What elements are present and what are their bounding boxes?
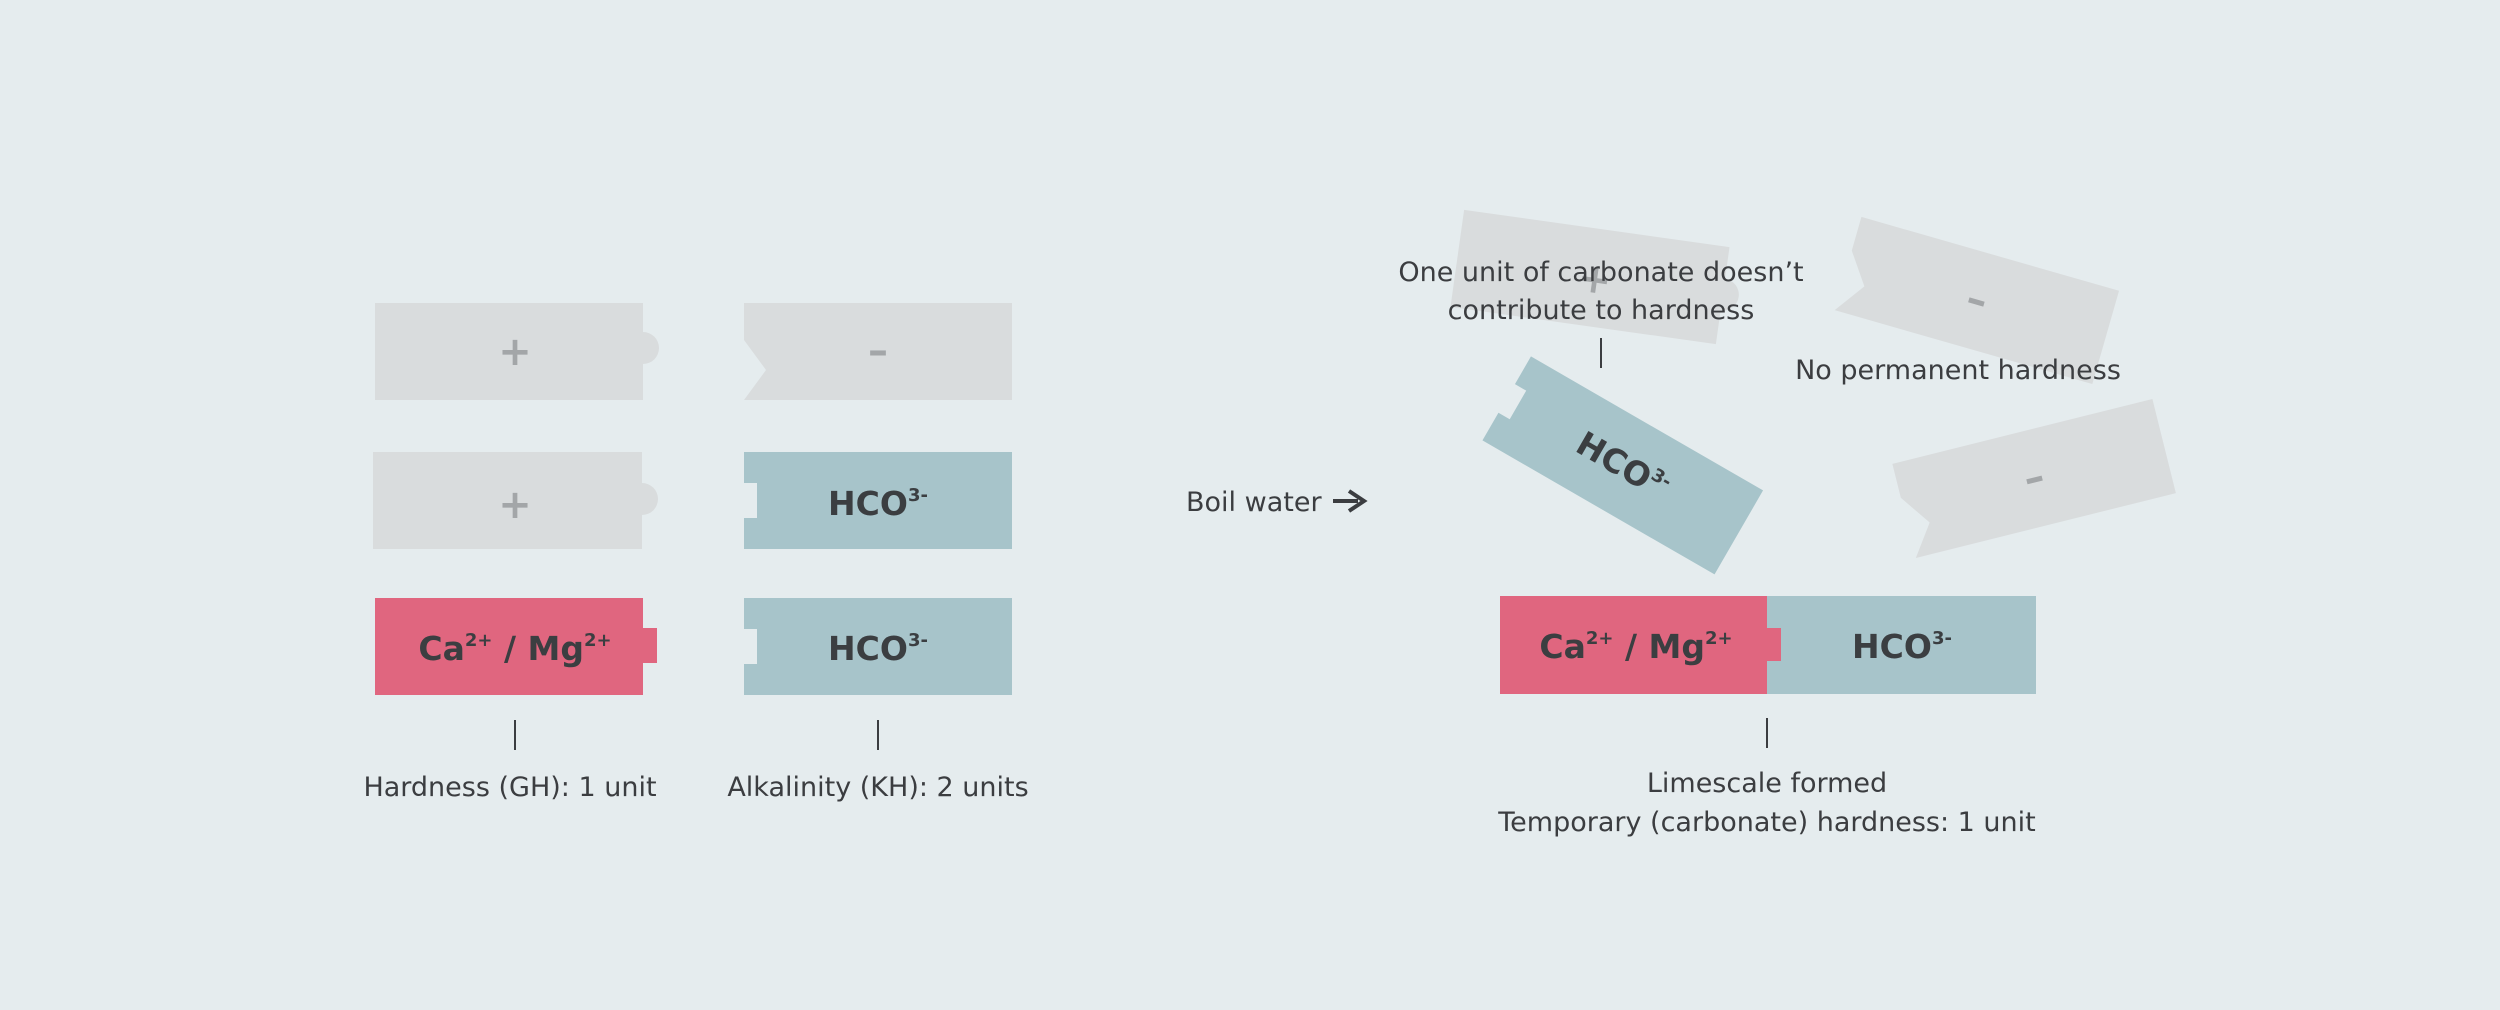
hco3-label: HCO3-: [828, 484, 928, 523]
carbonate-note-line2: contribute to hardness: [1448, 295, 1755, 326]
boil-water-label: Boil water: [1186, 487, 1322, 518]
empty-cation-block-top: +: [375, 303, 659, 400]
carbonate-note-line1: One unit of carbonate doesn’t: [1398, 257, 1803, 288]
ca-mg-label: Ca2+ / Mg2+: [1539, 627, 1732, 666]
calcium-magnesium-block: Ca2+ / Mg2+: [375, 598, 657, 695]
hco3-label: HCO3-: [828, 629, 928, 668]
plus-sign: +: [498, 329, 532, 375]
minus-sign: –: [868, 328, 888, 374]
floating-empty-anion-block-bottom: –: [1892, 399, 2176, 558]
temporary-hardness-label: Temporary (carbonate) hardness: 1 unit: [1497, 807, 2035, 838]
alkalinity-label: Alkalinity (KH): 2 units: [727, 772, 1028, 803]
floating-empty-cation-block: +: [1450, 209, 1739, 345]
empty-anion-block-top: –: [744, 303, 1012, 400]
empty-cation-block-middle: +: [373, 452, 658, 549]
hco3-label: HCO3-: [1852, 627, 1952, 666]
bonded-calcium-magnesium-block: Ca2+ / Mg2+: [1500, 596, 1781, 694]
limescale-formed-label: Limescale formed: [1647, 768, 1887, 799]
arrow-right-icon: [1333, 489, 1368, 513]
plus-sign: +: [498, 482, 532, 528]
ca-mg-label: Ca2+ / Mg2+: [418, 629, 611, 668]
floating-empty-anion-block-top: –: [1834, 216, 2120, 385]
free-bicarbonate-block: HCO3-: [1482, 356, 1764, 575]
no-permanent-hardness-label: No permanent hardness: [1795, 355, 2121, 386]
bonded-bicarbonate-block: HCO3-: [1767, 596, 2036, 694]
plus-sign: +: [1575, 255, 1615, 305]
bicarbonate-block-bottom: HCO3-: [744, 598, 1012, 695]
bicarbonate-block-middle: HCO3-: [744, 452, 1012, 549]
hardness-label: Hardness (GH): 1 unit: [363, 772, 656, 803]
